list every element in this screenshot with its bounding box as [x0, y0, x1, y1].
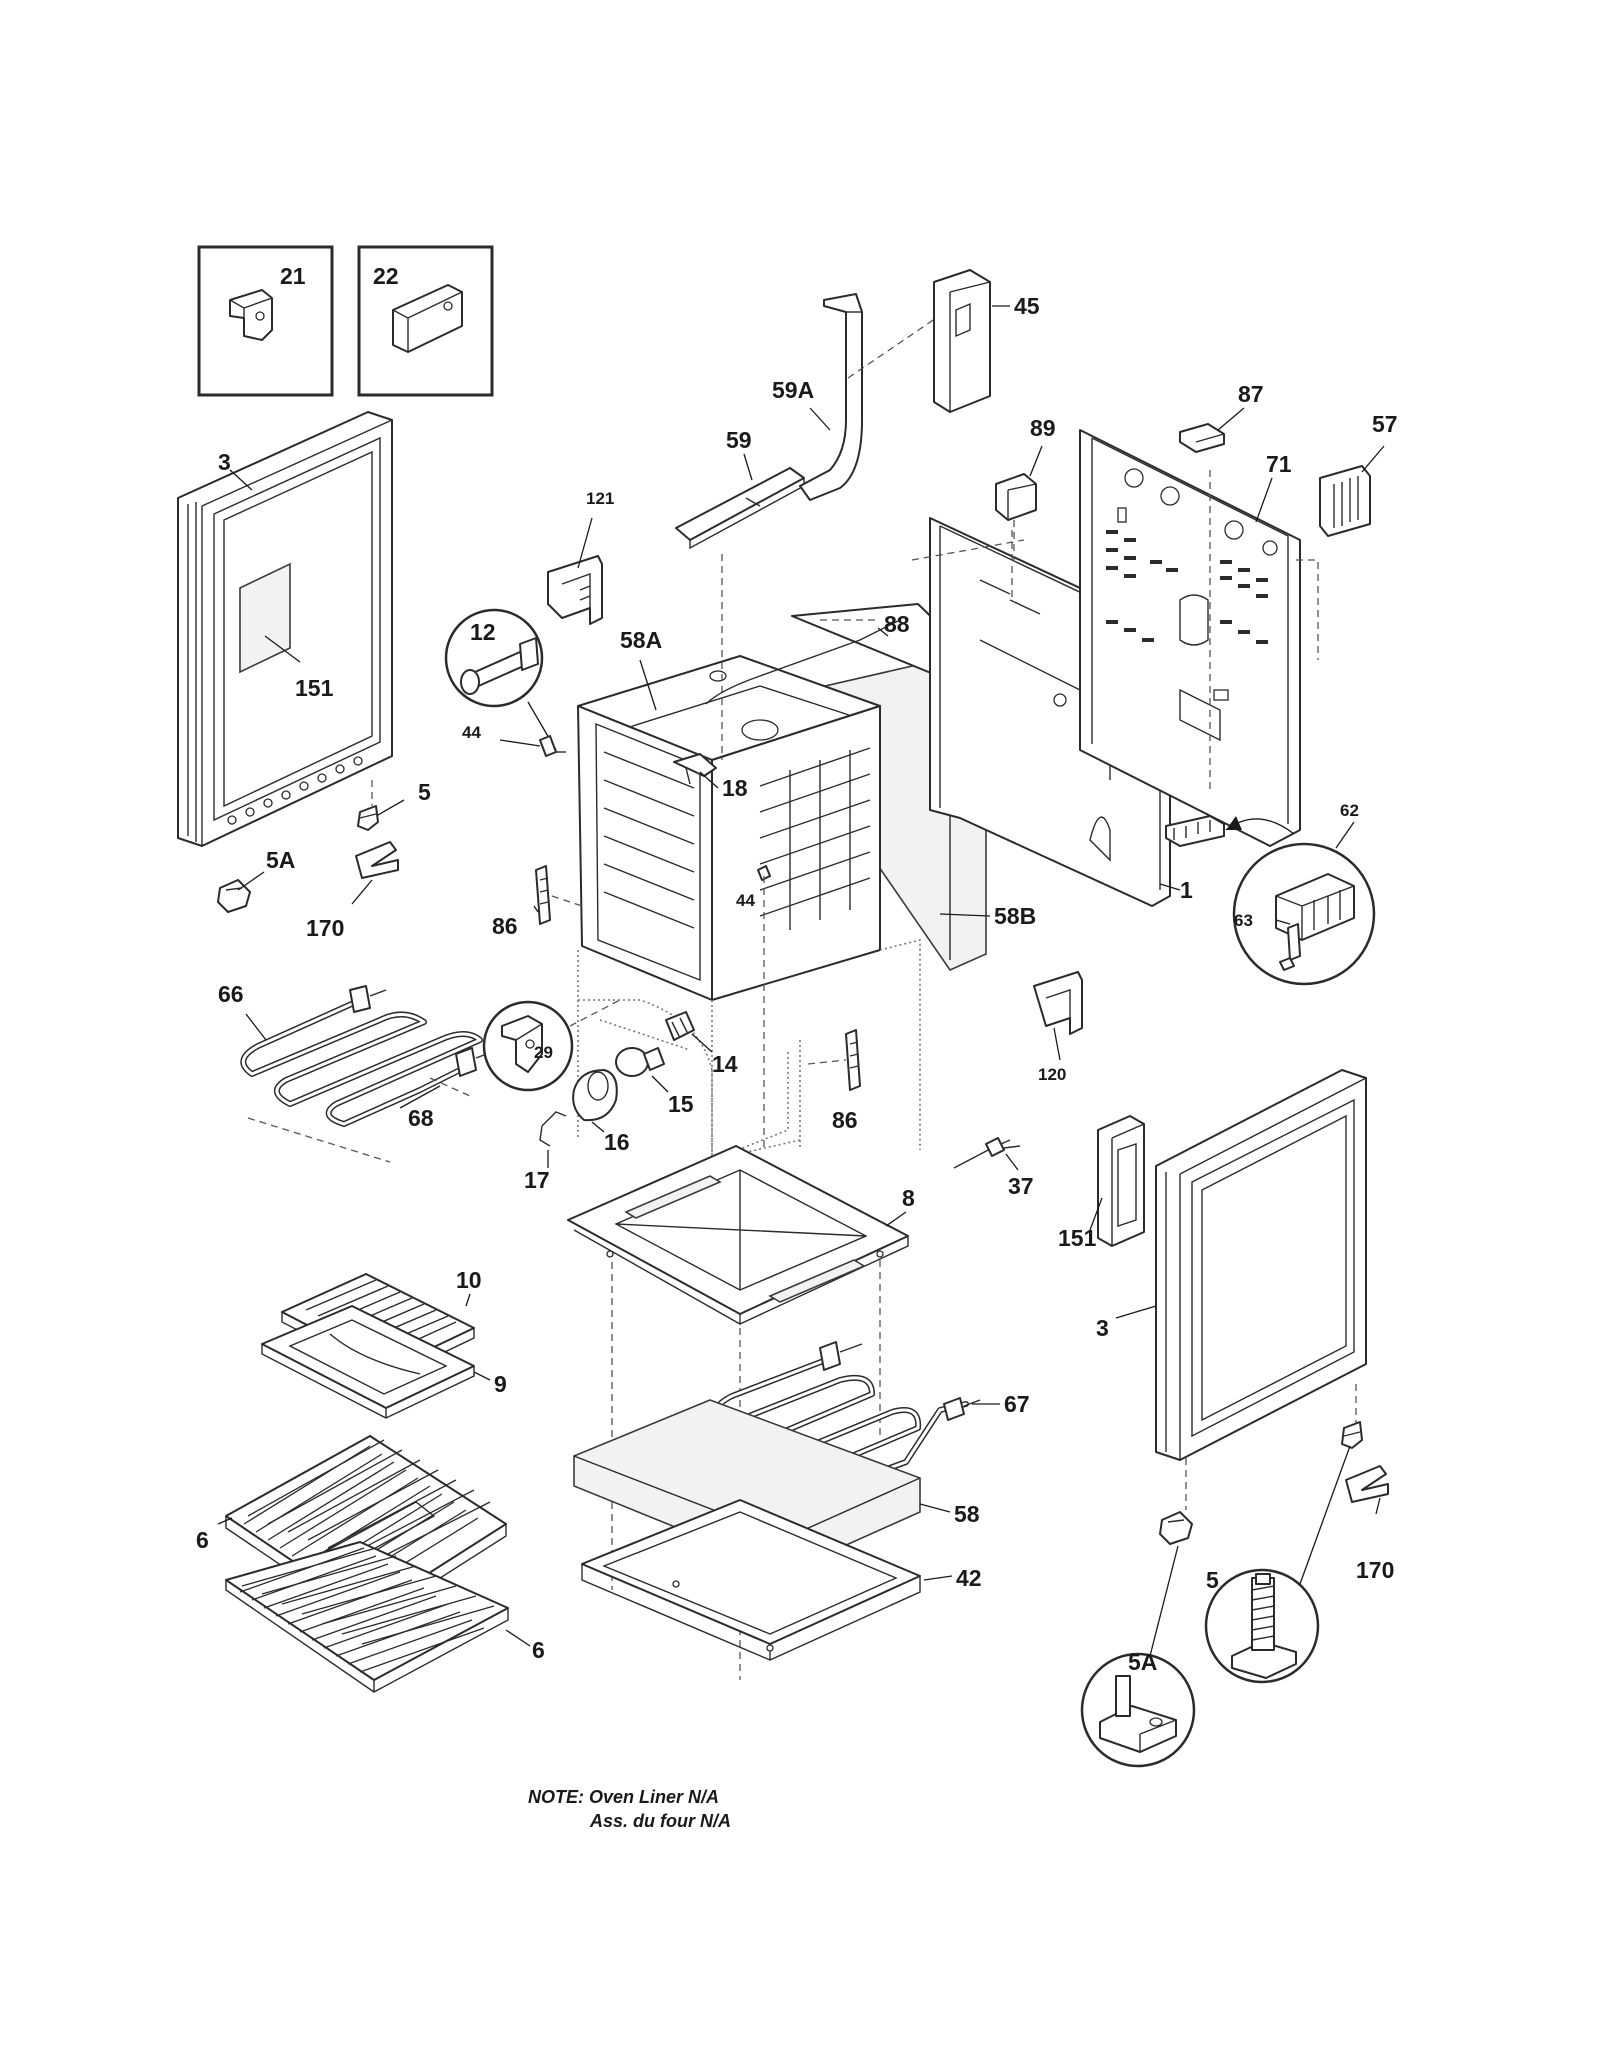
wire-clip-86-left [535, 865, 551, 925]
element-bracket-18 [673, 753, 717, 785]
door-bottom-vent-holes [227, 756, 363, 825]
vent-duct-45 [933, 269, 991, 413]
broiler-slots [305, 1279, 457, 1353]
inset-circle-12 [444, 608, 544, 708]
callout-1: 1 [1180, 877, 1193, 903]
inset-circle-5a [1080, 1652, 1196, 1768]
plate-87 [1179, 423, 1225, 453]
callout-45: 45 [1014, 293, 1040, 319]
inset-circle-29 [482, 1000, 574, 1092]
temp-sensor-37 [953, 1137, 1021, 1169]
rack-supports [603, 751, 695, 929]
back-panel-71 [1079, 429, 1301, 847]
callout-10: 10 [456, 1267, 482, 1293]
callout-14: 14 [712, 1051, 738, 1077]
lamp-bulb-15 [615, 1047, 665, 1077]
vent-slots [1106, 530, 1268, 644]
callout-151-right: 151 [1058, 1225, 1097, 1251]
inset-circle-5 [1204, 1568, 1320, 1684]
leg-bracket-right [1159, 1511, 1193, 1545]
leveling-leg-left [357, 805, 379, 831]
callout-58b: 58B [994, 903, 1036, 929]
side-panel-151-right [1097, 1115, 1145, 1247]
callout-44-right: 44 [736, 891, 755, 910]
callout-86-right: 86 [832, 1107, 858, 1133]
callout-22: 22 [373, 263, 399, 289]
callout-labels: 21 22 3 151 5 5A 170 121 12 44 58A 59 59… [196, 263, 1398, 1675]
callout-170-right: 170 [1356, 1557, 1394, 1583]
note-line-1: NOTE: Oven Liner N/A [528, 1787, 719, 1807]
callout-17: 17 [524, 1167, 550, 1193]
callout-5-right: 5 [1206, 1567, 1219, 1593]
diagram-note: NOTE: Oven Liner N/A Ass. du four N/A [528, 1787, 731, 1831]
lamp-cover-16 [572, 1069, 618, 1122]
callout-170-left: 170 [306, 915, 344, 941]
callout-62: 62 [1340, 801, 1359, 820]
terminal-block-62 [1165, 815, 1225, 847]
oven-door-right [1155, 1069, 1367, 1461]
bracket-120 [1033, 971, 1083, 1035]
callout-88: 88 [884, 611, 910, 637]
callout-68: 68 [408, 1105, 434, 1131]
lamp-socket-14 [665, 1011, 695, 1041]
callout-6-lower: 6 [532, 1637, 545, 1663]
callout-5a-right: 5A [1128, 1649, 1157, 1675]
callout-87: 87 [1238, 381, 1264, 407]
broiler-pan-9 [261, 1305, 475, 1419]
callout-8: 8 [902, 1185, 915, 1211]
callout-18: 18 [722, 775, 748, 801]
oven-door-left [177, 411, 393, 847]
callout-57: 57 [1372, 411, 1398, 437]
inset-box-21 [197, 245, 334, 397]
oven-rack-lower-6 [225, 1541, 509, 1693]
callout-66: 66 [218, 981, 244, 1007]
callout-58a: 58A [620, 627, 662, 653]
callout-3-left: 3 [218, 449, 231, 475]
callout-58: 58 [954, 1501, 980, 1527]
callout-16: 16 [604, 1129, 630, 1155]
callout-37: 37 [1008, 1173, 1034, 1199]
callout-21: 21 [280, 263, 306, 289]
callout-121: 121 [586, 489, 614, 508]
callout-151-left: 151 [295, 675, 334, 701]
wire-clip-86-right [845, 1029, 861, 1091]
callout-86-left: 86 [492, 913, 518, 939]
bracket-121 [547, 555, 603, 625]
callout-29: 29 [534, 1043, 553, 1062]
inset-box-22 [357, 245, 494, 397]
callout-89: 89 [1030, 415, 1056, 441]
callout-5-left: 5 [418, 779, 431, 805]
callout-44-left: 44 [462, 723, 481, 742]
callout-6-upper: 6 [196, 1527, 209, 1553]
anti-tip-bracket-right [1345, 1465, 1389, 1503]
inset-circle-62-63 [1232, 842, 1376, 986]
vent-duct-59 [675, 467, 805, 550]
callout-59a: 59A [772, 377, 814, 403]
screw-44-left [539, 735, 566, 757]
leveling-leg-right [1341, 1421, 1363, 1449]
callout-120: 120 [1038, 1065, 1066, 1084]
callout-42: 42 [956, 1565, 982, 1591]
vent-cover-57 [1319, 465, 1371, 537]
lamp-clip-17 [539, 1111, 567, 1147]
callout-12: 12 [470, 619, 496, 645]
anti-tip-bracket-left [355, 841, 399, 879]
callout-71: 71 [1266, 451, 1292, 477]
vent-duct-59a [799, 293, 863, 501]
bottom-tray-42 [581, 1499, 921, 1661]
callout-9: 9 [494, 1371, 507, 1397]
oven-cavity-58a [577, 603, 987, 1162]
callout-67: 67 [1004, 1391, 1030, 1417]
callout-3-right: 3 [1096, 1315, 1109, 1341]
terminal-block-89 [995, 473, 1037, 521]
screw-44-right [757, 865, 771, 881]
callout-5a-left: 5A [266, 847, 295, 873]
callout-15: 15 [668, 1091, 694, 1117]
broil-element-66 [240, 985, 493, 1127]
note-line-2: Ass. du four N/A [589, 1811, 731, 1831]
callout-63: 63 [1234, 911, 1253, 930]
oven-bottom-8 [567, 1145, 909, 1326]
callout-59: 59 [726, 427, 752, 453]
